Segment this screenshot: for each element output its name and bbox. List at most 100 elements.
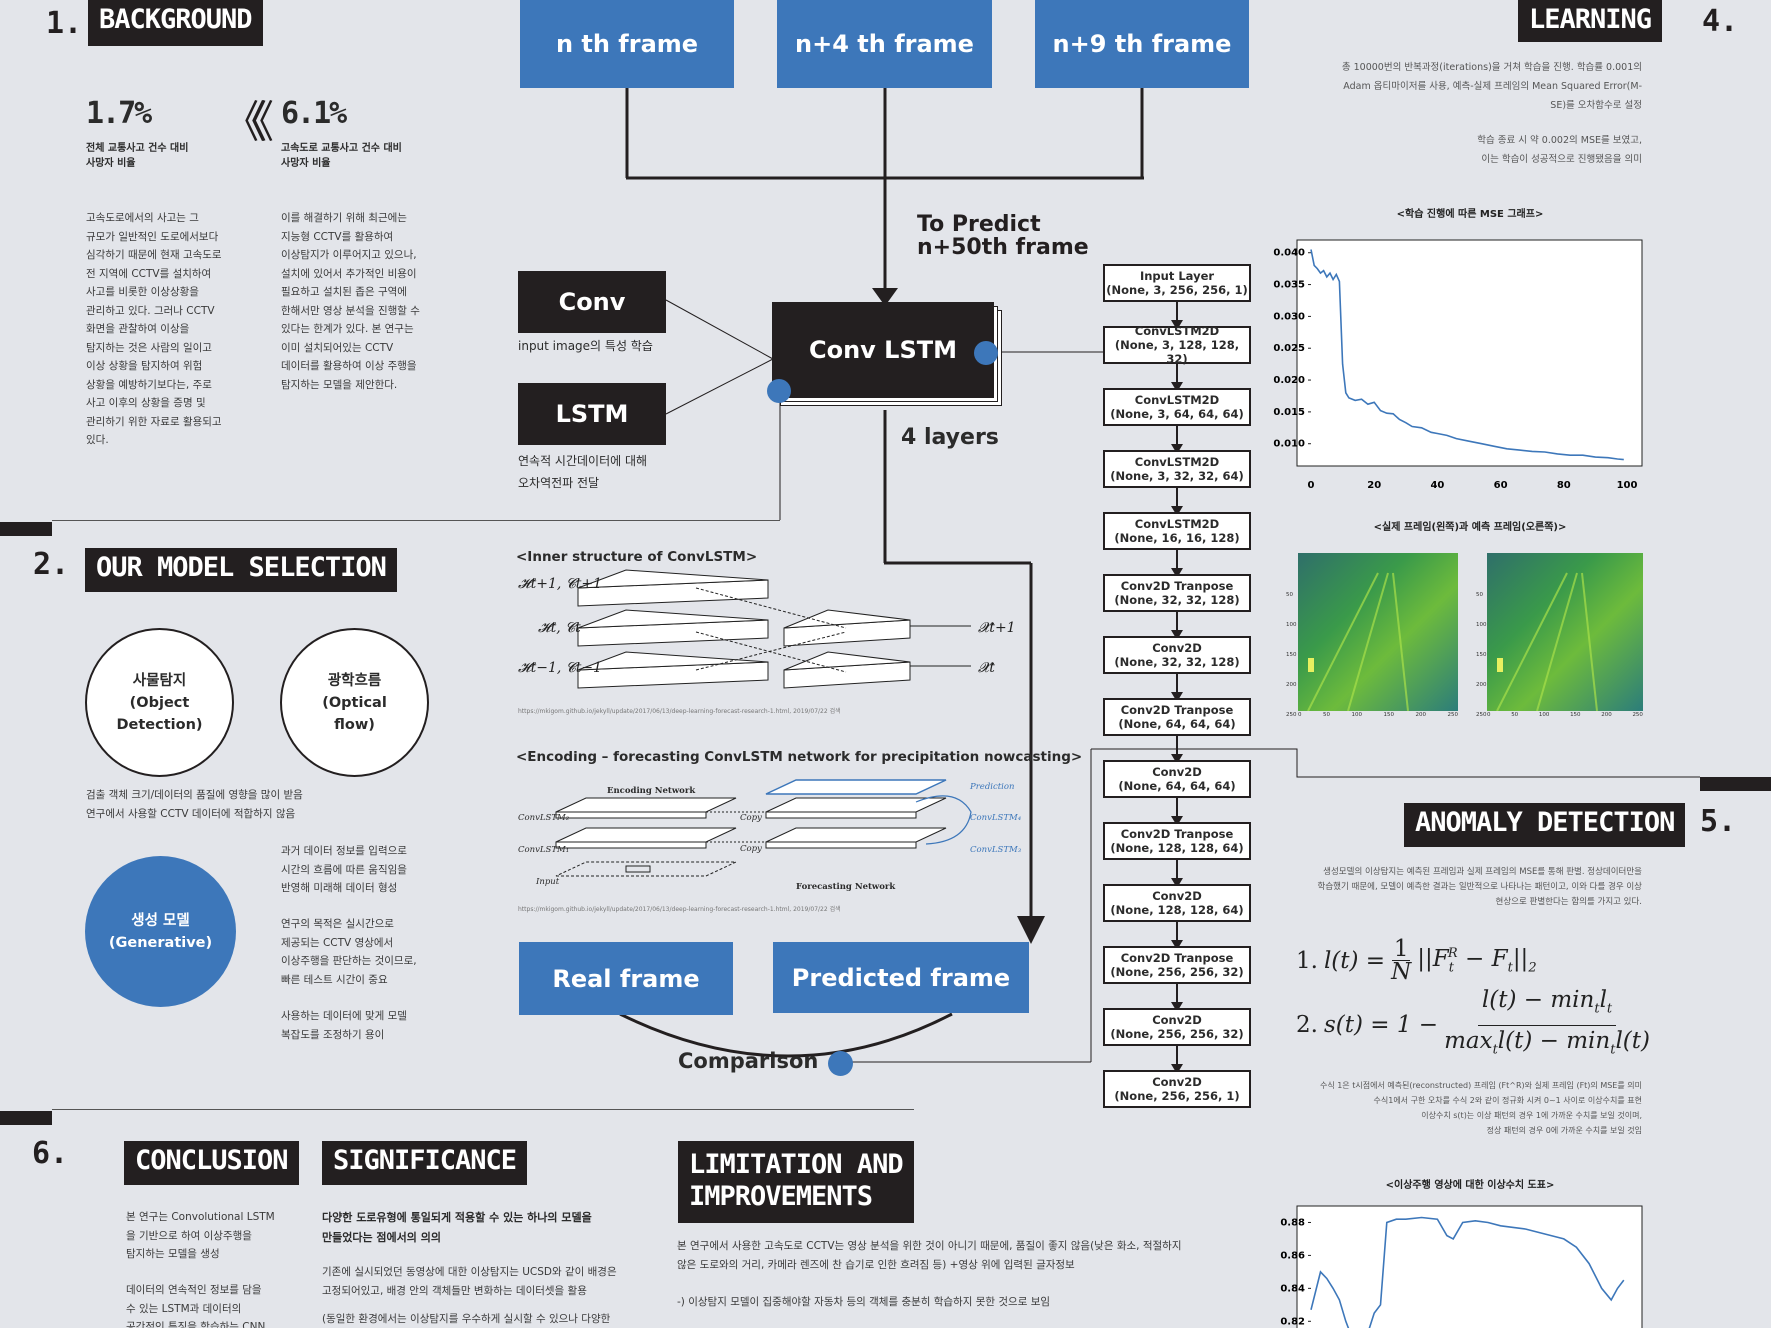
diagram-label: ConvLSTM₃ (970, 845, 1022, 855)
divider-line (52, 520, 780, 521)
y-tick-label: 0.84 (1280, 1283, 1305, 1294)
limitation-text-2: -) 이상탐지 모델이 집중해야할 자동차 등의 객체를 충분히 학습하지 못한… (677, 1296, 1051, 1308)
background-text-col1: 고속도로에서의 사고는 그 규모가 일반적인 도로에서보다 심각하기 때문에 현… (86, 212, 222, 446)
generative-text-2: 연구의 목적은 실시간으로 제공되는 CCTV 영상에서 이상주행을 판단하는 … (281, 918, 417, 986)
layer-box: Conv2D Tranpose(None, 128, 128, 64) (1103, 822, 1251, 860)
diagram-label: 𝓧t+1 (978, 620, 1016, 636)
diagram-label: ConvLSTM₁ (518, 845, 570, 855)
stat-value: 1.7% (86, 96, 152, 131)
layer-box: Conv2D(None, 128, 128, 64) (1103, 884, 1251, 922)
circle-generative-model: 생성 모델 (Generative) (85, 856, 236, 1007)
section-title-limitation: LIMITATION AND IMPROVEMENTS (678, 1141, 914, 1223)
connector-dot (828, 1051, 853, 1076)
significance-text: 기존에 실시되었던 동영상에 대한 이상탐지는 UCSD와 같이 배경은 고정되… (322, 1266, 617, 1297)
real-frame-box: Real frame (519, 942, 733, 1015)
x-tick-label: 20 (1367, 480, 1381, 491)
frame-box-n4: n+4 th frame (777, 0, 992, 88)
anomaly-text-2: 수식 1은 t시점에서 예측된(reconstructed) 프레임 (Ft^R… (1319, 1081, 1642, 1135)
model-selection-desc: 검출 객체 크기/데이터의 품질에 영향을 많이 받음 연구에서 사용할 CCT… (86, 789, 303, 820)
x-tick-label: 100 (1617, 480, 1638, 491)
y-tick-label: 0.030 (1273, 311, 1305, 322)
encoding-forecasting-title: <Encoding – forecasting ConvLSTM network… (516, 749, 1083, 765)
y-tick-label: 0.035 (1273, 280, 1305, 291)
frame-box-n: n th frame (520, 0, 734, 88)
section-title-learning: LEARNING (1518, 0, 1663, 42)
connector-dot (974, 341, 998, 365)
comparison-label: Comparison (678, 1049, 819, 1073)
chart-frame (1296, 1205, 1643, 1328)
y-tick-label: 0.82 (1280, 1316, 1305, 1327)
section-title-anomaly: ANOMALY DETECTION (1404, 803, 1686, 847)
section-title-model-selection: OUR MODEL SELECTION (85, 548, 397, 592)
diagram-label: Forecasting Network (796, 882, 896, 892)
diagram-label: Encoding Network (607, 786, 696, 796)
axis-tick: 50 100 150 200 250 (1286, 592, 1297, 718)
divider (0, 522, 52, 536)
connector-dot (767, 379, 791, 403)
stat-description: 전체 교통사고 건수 대비 사망자 비율 (86, 143, 189, 169)
axis-tick: 50 100 150 200 250 (1476, 592, 1487, 718)
divider (0, 1111, 52, 1125)
chart-frame (1296, 239, 1643, 467)
circle-optical-flow: 광학흐름 (Optical flow) (280, 628, 429, 777)
layer-box: ConvLSTM2D(None, 3, 128, 128, 32) (1103, 324, 1251, 366)
x-tick-label: 40 (1430, 480, 1444, 491)
inner-structure-title: <Inner structure of ConvLSTM> (516, 549, 758, 565)
section-title-significance: SIGNIFICANCE (322, 1141, 528, 1185)
image-caption: <실제 프레임(왼쪽)과 예측 프레임(오른쪽)> (1373, 522, 1567, 533)
predict-label: To Predict n+50th frame (917, 212, 1089, 260)
circle-object-detection: 사물탐지 (Object Detection) (85, 628, 234, 777)
frame-box-n9: n+9 th frame (1035, 0, 1249, 88)
layer-box: ConvLSTM2D(None, 16, 16, 128) (1103, 512, 1251, 550)
conclusion-text-2: 데이터의 연속적인 정보를 담을 수 있는 LSTM과 데이터의 공간적인 특징… (126, 1284, 266, 1328)
anomaly-text-1: 생성모델의 이상탐지는 예측된 프레임과 실제 프레임의 MSE를 통해 판별.… (1317, 867, 1642, 907)
learning-text-2: 학습 종료 시 약 0.002의 MSE를 보였고, 이는 학습이 성공적으로 … (1477, 135, 1642, 165)
generative-text-3: 사용하는 데이터에 맞게 모델 복잡도를 조정하기 용이 (281, 1010, 407, 1041)
x-tick-label: 80 (1557, 480, 1571, 491)
diagram-label: ConvLSTM₂ (518, 813, 570, 823)
y-tick-label: 0.020 (1273, 375, 1305, 386)
equation-2: 2.s(t) = 1 − l(t) − mintlt maxtl(t) − mi… (1296, 987, 1650, 1058)
significance-headline: 다양한 도로유형에 통일되게 적용할 수 있는 하나의 모델을 만들었다는 점에… (322, 1211, 592, 1244)
diagram-label: Copy (740, 844, 762, 854)
encoding-forecasting-diagram (555, 779, 972, 877)
chart-title: <이상주행 영상에 대한 이상수치 도표> (1385, 1180, 1555, 1191)
stat-description: 고속도로 교통사고 건수 대비 사망자 비율 (281, 143, 402, 169)
mse-series-line (1310, 249, 1624, 461)
section-number: 1. (46, 6, 83, 41)
limitation-text: 본 연구에서 사용한 고속도로 CCTV는 영상 분석을 위한 것이 아니기 때… (677, 1240, 1182, 1271)
diagram-label: 𝓗t+1, 𝓒t+1 (518, 576, 602, 592)
lstm-description: 연속적 시간데이터에 대해 오차역전파 전달 (518, 454, 648, 490)
section-number: 5. (1700, 804, 1737, 839)
chart-title: <학습 진행에 따른 MSE 그래프> (1396, 209, 1544, 220)
diagram-label: Input (536, 877, 560, 887)
real-frame-image (1298, 553, 1458, 712)
diagram-label: Prediction (970, 782, 1015, 792)
stat-value: 6.1% (281, 96, 347, 131)
layer-box: ConvLSTM2D(None, 3, 64, 64, 64) (1103, 388, 1251, 426)
significance-text-2: (동일한 환경에서는 이상탐지를 우수하게 실시할 수 있으나 다양한 (322, 1313, 611, 1325)
convlstm-box: Conv LSTM (772, 302, 994, 398)
diagram-label: 𝓧t (978, 660, 995, 676)
section-number: 6. (32, 1136, 69, 1171)
divider-line (52, 1109, 914, 1110)
layer-box: ConvLSTM2D(None, 3, 32, 32, 64) (1103, 450, 1251, 488)
layers-label: 4 layers (901, 425, 999, 450)
diagram-label: 𝓗t−1, 𝓒t−1 (518, 660, 602, 676)
layer-box: Conv2D(None, 32, 32, 128) (1103, 636, 1251, 674)
y-tick-label: 0.010 (1273, 439, 1305, 450)
source-url: https://mkigom.github.io/jekyll/update/2… (518, 906, 841, 913)
generative-text-1: 과거 데이터 정보를 입력으로 시간의 흐름에 따른 움직임을 반영해 미래해 … (281, 845, 407, 894)
layer-box: Conv2D(None, 64, 64, 64) (1103, 760, 1251, 798)
diagram-label: 𝓗t, 𝓒t (538, 620, 581, 636)
anomaly-series-line (1310, 1216, 1625, 1328)
y-tick-label: 0.88 (1280, 1217, 1305, 1228)
predicted-frame-image (1487, 553, 1643, 712)
background-text-col2: 이를 해결하기 위해 최근에는 지능형 CCTV를 활용하여 이상탐지가 이루어… (281, 212, 420, 391)
inner-structure-diagram (577, 569, 971, 689)
